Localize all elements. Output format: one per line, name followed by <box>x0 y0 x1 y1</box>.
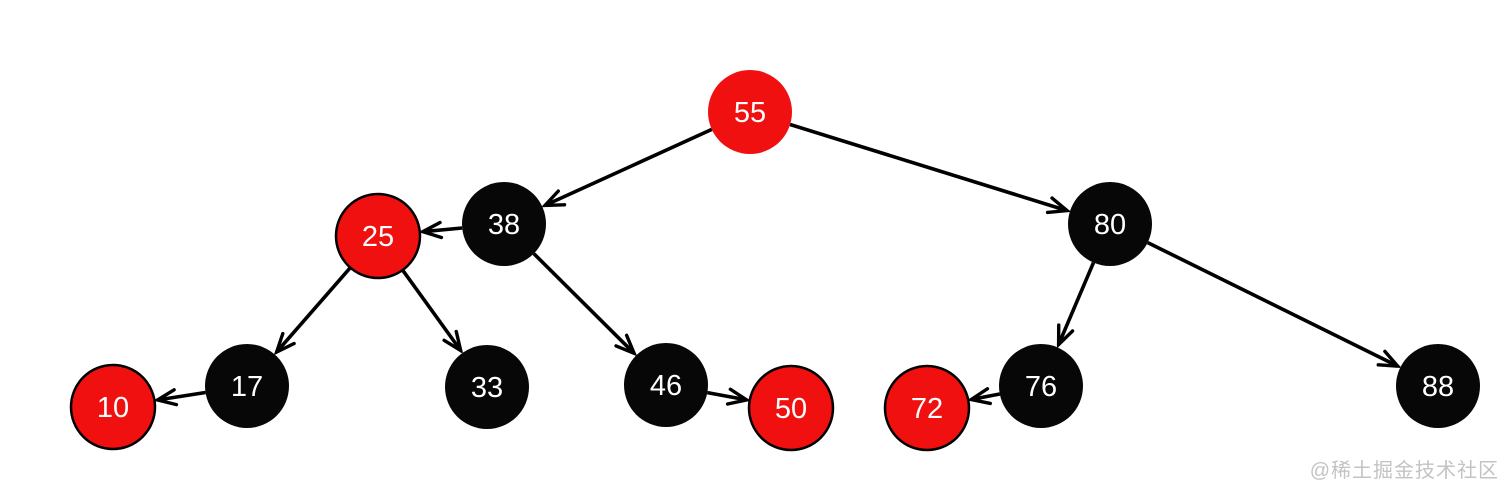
node-circle-red <box>69 363 157 451</box>
edge-55-to-80 <box>789 122 1067 211</box>
tree-node-55: 55 <box>708 70 792 154</box>
node-circle-black <box>445 345 529 429</box>
edge-80-to-76 <box>1059 261 1096 345</box>
edge-46-to-50 <box>706 393 746 400</box>
tree-node-10: 10 <box>69 363 157 451</box>
tree-node-72: 72 <box>883 364 971 452</box>
node-circle-red <box>334 192 422 280</box>
tree-node-17: 17 <box>205 344 289 428</box>
node-circle-black <box>1068 182 1152 266</box>
edge-17-to-10 <box>158 393 206 401</box>
edge-80-to-88 <box>1146 240 1398 367</box>
tree-node-50: 50 <box>747 364 835 452</box>
edge-55-to-38 <box>545 127 713 205</box>
edges-layer <box>158 122 1398 401</box>
node-circle-black <box>462 182 546 266</box>
edge-38-to-25 <box>423 228 463 232</box>
edge-25-to-17 <box>277 266 352 353</box>
edge-25-to-33 <box>401 269 461 350</box>
tree-node-46: 46 <box>624 343 708 427</box>
edge-76-to-72 <box>971 394 1001 400</box>
node-circle-red <box>708 70 792 154</box>
tree-node-33: 33 <box>445 345 529 429</box>
tree-node-76: 76 <box>999 344 1083 428</box>
tree-node-88: 88 <box>1396 344 1480 428</box>
tree-node-80: 80 <box>1068 182 1152 266</box>
node-circle-black <box>624 343 708 427</box>
edge-38-to-46 <box>532 252 634 354</box>
node-circle-red <box>883 364 971 452</box>
node-circle-black <box>1396 344 1480 428</box>
node-circle-red <box>747 364 835 452</box>
node-circle-black <box>205 344 289 428</box>
watermark: @稀土掘金技术社区 <box>1309 460 1499 482</box>
tree-node-38: 38 <box>462 182 546 266</box>
nodes-layer: 55 38 25 80 17 10 33 46 50 72 76 88 <box>69 70 1480 452</box>
tree-node-25: 25 <box>334 192 422 280</box>
node-circle-black <box>999 344 1083 428</box>
